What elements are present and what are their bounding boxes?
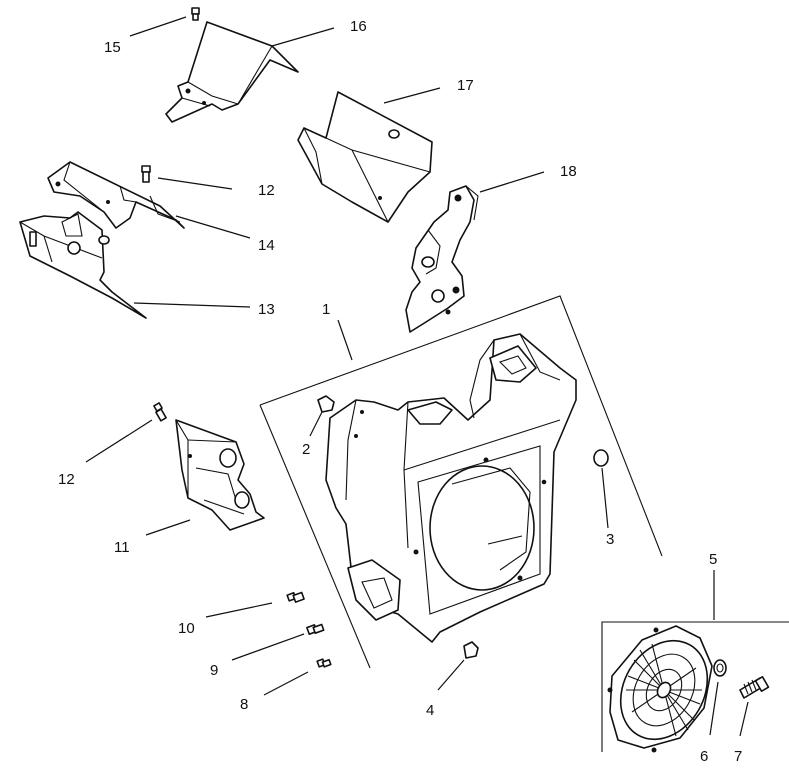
part-17-duct-cover (297, 91, 433, 223)
part-1-blower-housing (259, 295, 663, 669)
part-10-screw (286, 591, 305, 603)
callout-labels: 15 16 17 18 12 14 13 1 2 12 3 11 5 10 9 … (58, 18, 742, 765)
part-6-washer (713, 659, 727, 677)
callout-16: 16 (350, 18, 367, 35)
callout-18: 18 (560, 163, 577, 180)
part-16-upper-shroud (165, 21, 299, 123)
callout-6: 6 (700, 748, 708, 765)
part-4-nut (463, 641, 479, 659)
callout-15: 15 (104, 39, 121, 56)
part-15-screw (191, 7, 200, 21)
leader-lines (85, 16, 749, 737)
part-12-screw-upper (141, 165, 151, 183)
callout-3: 3 (606, 531, 614, 548)
part-18-bracket (405, 185, 479, 333)
callout-12-lower: 12 (58, 471, 75, 488)
part-2-nut (317, 395, 335, 413)
callout-4: 4 (426, 702, 434, 719)
part-14-baffle (47, 161, 185, 229)
callout-11: 11 (114, 539, 130, 556)
callout-7: 7 (734, 748, 742, 765)
part-11-side-baffle (175, 419, 265, 531)
callout-5: 5 (709, 551, 717, 568)
callout-13: 13 (258, 301, 275, 318)
part-5-screen-assembly (601, 621, 789, 753)
callout-10: 10 (178, 620, 195, 637)
callout-12-upper: 12 (258, 182, 275, 199)
callout-8: 8 (240, 696, 248, 713)
part-9-screw (306, 623, 325, 635)
part-12-screw-lower (153, 402, 167, 422)
callout-2: 2 (302, 441, 310, 458)
part-8-screw (316, 658, 332, 668)
part-7-bolt (739, 676, 770, 699)
part-3-plug (593, 449, 609, 467)
callout-14: 14 (258, 237, 275, 254)
callout-1: 1 (322, 301, 330, 318)
callout-9: 9 (210, 662, 218, 679)
part-13-baffle (19, 211, 147, 319)
callout-17: 17 (457, 77, 474, 94)
